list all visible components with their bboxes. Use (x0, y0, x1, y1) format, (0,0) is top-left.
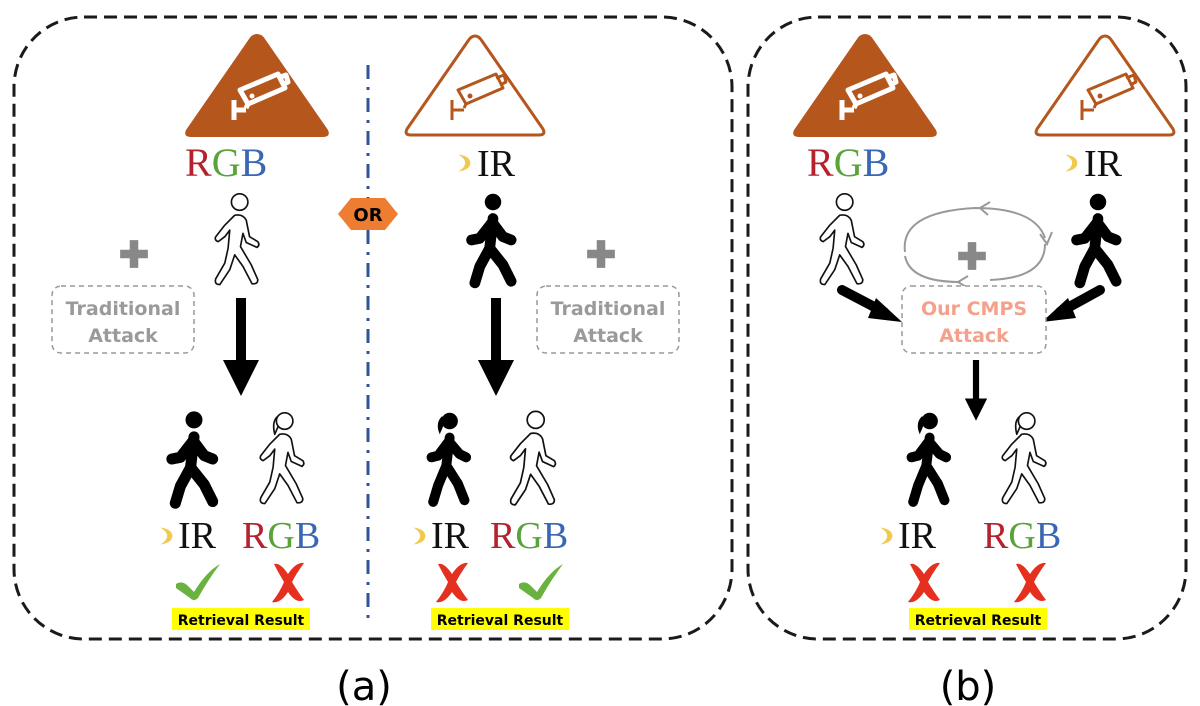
rgb-person-icon (1001, 411, 1047, 505)
moon-icon (413, 527, 426, 545)
check-icon (519, 564, 563, 600)
ir-person-icon (172, 411, 213, 503)
ir-person-icon (1077, 194, 1117, 283)
camera-outline-icon (404, 34, 546, 137)
check-icon (176, 564, 220, 600)
ir-label: IR (1084, 143, 1123, 185)
ir-result-label: IR (431, 515, 470, 557)
down-arrow-icon (478, 298, 514, 396)
caption-b: (b) (940, 664, 997, 706)
attack-label: Attack (88, 325, 158, 347)
rgb-person-icon (214, 192, 260, 286)
diagonal-arrow-icon (837, 285, 902, 322)
traditional-attack-box (51, 285, 195, 354)
moon-icon (160, 527, 173, 545)
cross-icon (436, 562, 468, 603)
panel-b-frame (746, 15, 1188, 641)
rgb-person-icon (819, 192, 865, 286)
cmps-attack-box (901, 285, 1047, 354)
retrieval-result-highlight (909, 608, 1047, 630)
ir-result-label: IR (898, 515, 937, 557)
attack-label: Attack (939, 325, 1009, 347)
retrieval-result-label: Retrieval Result (915, 613, 1042, 629)
cross-icon (1014, 562, 1046, 603)
rgb-result-label: RGB (983, 515, 1061, 557)
retrieval-result-highlight (431, 608, 569, 630)
ir-result-label: IR (178, 515, 217, 557)
camera-solid-icon (185, 34, 329, 137)
ir-person-icon (472, 194, 512, 283)
svg-text:OR: OR (353, 205, 382, 226)
caption-a: (a) (336, 664, 392, 706)
attack-label: Attack (573, 325, 643, 347)
attack-label: Our CMPS (921, 298, 1027, 320)
cross-icon (272, 562, 304, 603)
rgb-result-label: RGB (490, 515, 568, 557)
attack-label: Traditional (551, 298, 666, 320)
down-arrow-icon (223, 298, 259, 396)
ir-person-icon (432, 413, 467, 502)
rgb-person-icon (509, 410, 557, 506)
rgb-label: RGB (185, 140, 267, 185)
or-badge: OR (338, 198, 398, 230)
moon-icon (458, 154, 471, 172)
traditional-attack-box (536, 285, 680, 354)
plus-icon (958, 242, 986, 270)
cycle-arrows-icon (903, 201, 1053, 289)
rgb-result-label: RGB (242, 515, 320, 557)
plus-icon (587, 240, 615, 268)
cross-icon (908, 562, 940, 603)
down-arrow-icon (964, 360, 988, 421)
plus-icon (120, 240, 148, 268)
attack-label: Traditional (66, 298, 181, 320)
camera-outline-icon (1034, 34, 1176, 137)
rgb-label: RGB (807, 140, 889, 185)
panel-a-frame (12, 15, 734, 641)
ir-label: IR (477, 143, 516, 185)
moon-icon (880, 527, 893, 545)
retrieval-result-highlight (172, 608, 310, 630)
moon-icon (1065, 154, 1078, 172)
diagonal-arrow-icon (1042, 285, 1105, 322)
retrieval-result-label: Retrieval Result (437, 613, 564, 629)
rgb-person-icon (259, 411, 305, 505)
ir-person-icon (912, 413, 947, 502)
camera-solid-icon (793, 34, 937, 137)
retrieval-result-label: Retrieval Result (178, 613, 305, 629)
